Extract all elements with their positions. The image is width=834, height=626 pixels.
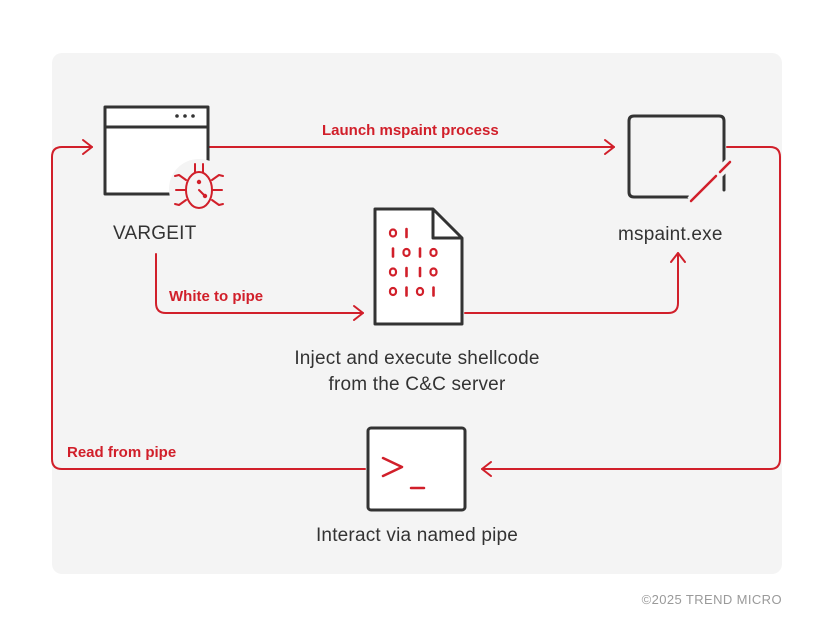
launch-edge-label: Launch mspaint process bbox=[322, 122, 499, 139]
browser-window-with-bug-icon bbox=[103, 105, 229, 219]
bit-zero bbox=[429, 247, 438, 258]
brush-icon bbox=[687, 157, 735, 205]
binary-file-icon bbox=[373, 207, 464, 326]
write-edge-label: White to pipe bbox=[169, 288, 264, 305]
terminal-icon bbox=[366, 426, 467, 512]
named-pipe-label: Interact via named pipe bbox=[315, 525, 519, 546]
prompt-chevron-icon bbox=[381, 456, 404, 478]
bit-zero bbox=[402, 247, 411, 258]
read-edge-label: Read from pipe bbox=[67, 444, 177, 461]
bug-icon bbox=[169, 159, 229, 219]
vargeit-label: VARGEIT bbox=[113, 223, 197, 244]
write-to-pipe-arrow bbox=[155, 253, 364, 321]
launch-arrow bbox=[208, 139, 615, 155]
paint-window-icon bbox=[627, 114, 735, 205]
file-bits bbox=[388, 227, 438, 297]
mspaint-label: mspaint.exe bbox=[618, 224, 723, 245]
copyright-text: ©2025 TREND MICRO bbox=[641, 592, 782, 607]
bit-zero bbox=[388, 267, 398, 277]
read-from-pipe-arrow bbox=[51, 139, 366, 470]
mspaint-to-pipe-arrow bbox=[481, 146, 781, 477]
bit-zero bbox=[388, 286, 398, 297]
inject-arrow bbox=[464, 252, 686, 314]
bit-zero bbox=[388, 228, 398, 238]
bit-zero bbox=[429, 267, 438, 277]
shellcode-label-line-1: Inject and execute shellcode bbox=[294, 348, 540, 369]
shellcode-label-line-2: from the C&C server bbox=[328, 374, 506, 395]
shellcode-label: Inject and execute shellcode from the C&… bbox=[294, 346, 539, 398]
bit-zero bbox=[415, 286, 425, 297]
